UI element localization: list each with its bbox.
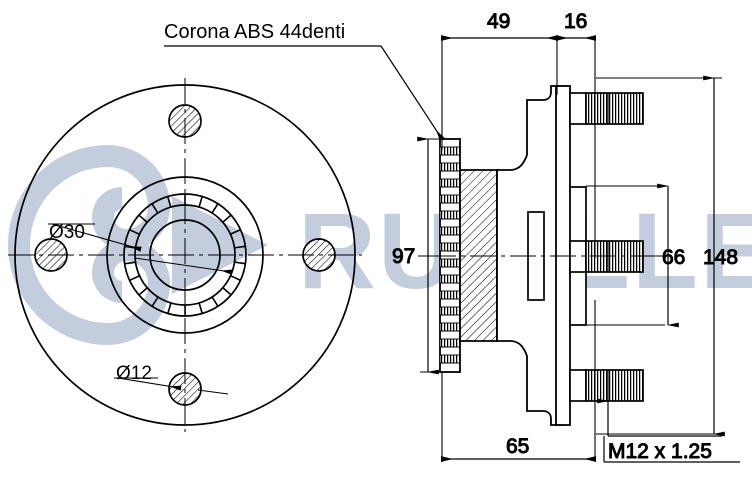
dimension-label-16: 16: [564, 10, 587, 33]
thread-spec-label: M12 x 1.25: [608, 440, 712, 463]
dimension-97: 97: [392, 136, 442, 375]
dimension-65: 65: [440, 300, 597, 462]
dimension-label-66: 66: [662, 246, 685, 269]
bolthole-leader-line-2: [197, 389, 229, 395]
stud-shank-bottom: [569, 369, 587, 402]
bore-leader-line: [51, 223, 142, 252]
dimension-label-97: 97: [392, 245, 415, 268]
abs-ring-note-callout: Corona ABS 44denti: [164, 21, 446, 142]
abs-ring-tooth-divider-lines: [440, 154, 460, 364]
dimension-label-148: 148: [703, 246, 738, 269]
bore-diameter-label: Ø30: [49, 222, 85, 243]
dimension-148: 148: [596, 75, 739, 437]
dimension-label-65: 65: [506, 435, 529, 458]
dimension-layer: 49 16 97 66: [392, 10, 740, 464]
stud-shank-top: [569, 92, 587, 125]
front-center-lines: [8, 78, 362, 432]
bolt-hole-diameter-label: Ø12: [116, 363, 152, 384]
section-view: [430, 85, 660, 426]
abs-ring-note-label: Corona ABS 44denti: [164, 21, 345, 43]
thread-spec-callout: M12 x 1.25: [597, 398, 740, 464]
bolt-hole-diameter-callout: Ø12: [114, 363, 229, 395]
wheel-studs: [569, 92, 644, 402]
bore-leader-line-2: [134, 257, 233, 275]
dimension-top: 49 16: [440, 10, 597, 258]
dimension-label-49: 49: [487, 10, 510, 33]
bore-diameter-callout: Ø30: [48, 222, 233, 275]
dimension-66: 66: [586, 183, 686, 328]
ruville-logo-icon: [8, 145, 268, 345]
wheel-stud-top: [569, 92, 644, 125]
abs-note-leader-line: [380, 45, 446, 142]
front-view: [8, 78, 362, 432]
wheel-stud-bottom: [569, 369, 644, 402]
bolthole-leader-line: [117, 377, 182, 391]
